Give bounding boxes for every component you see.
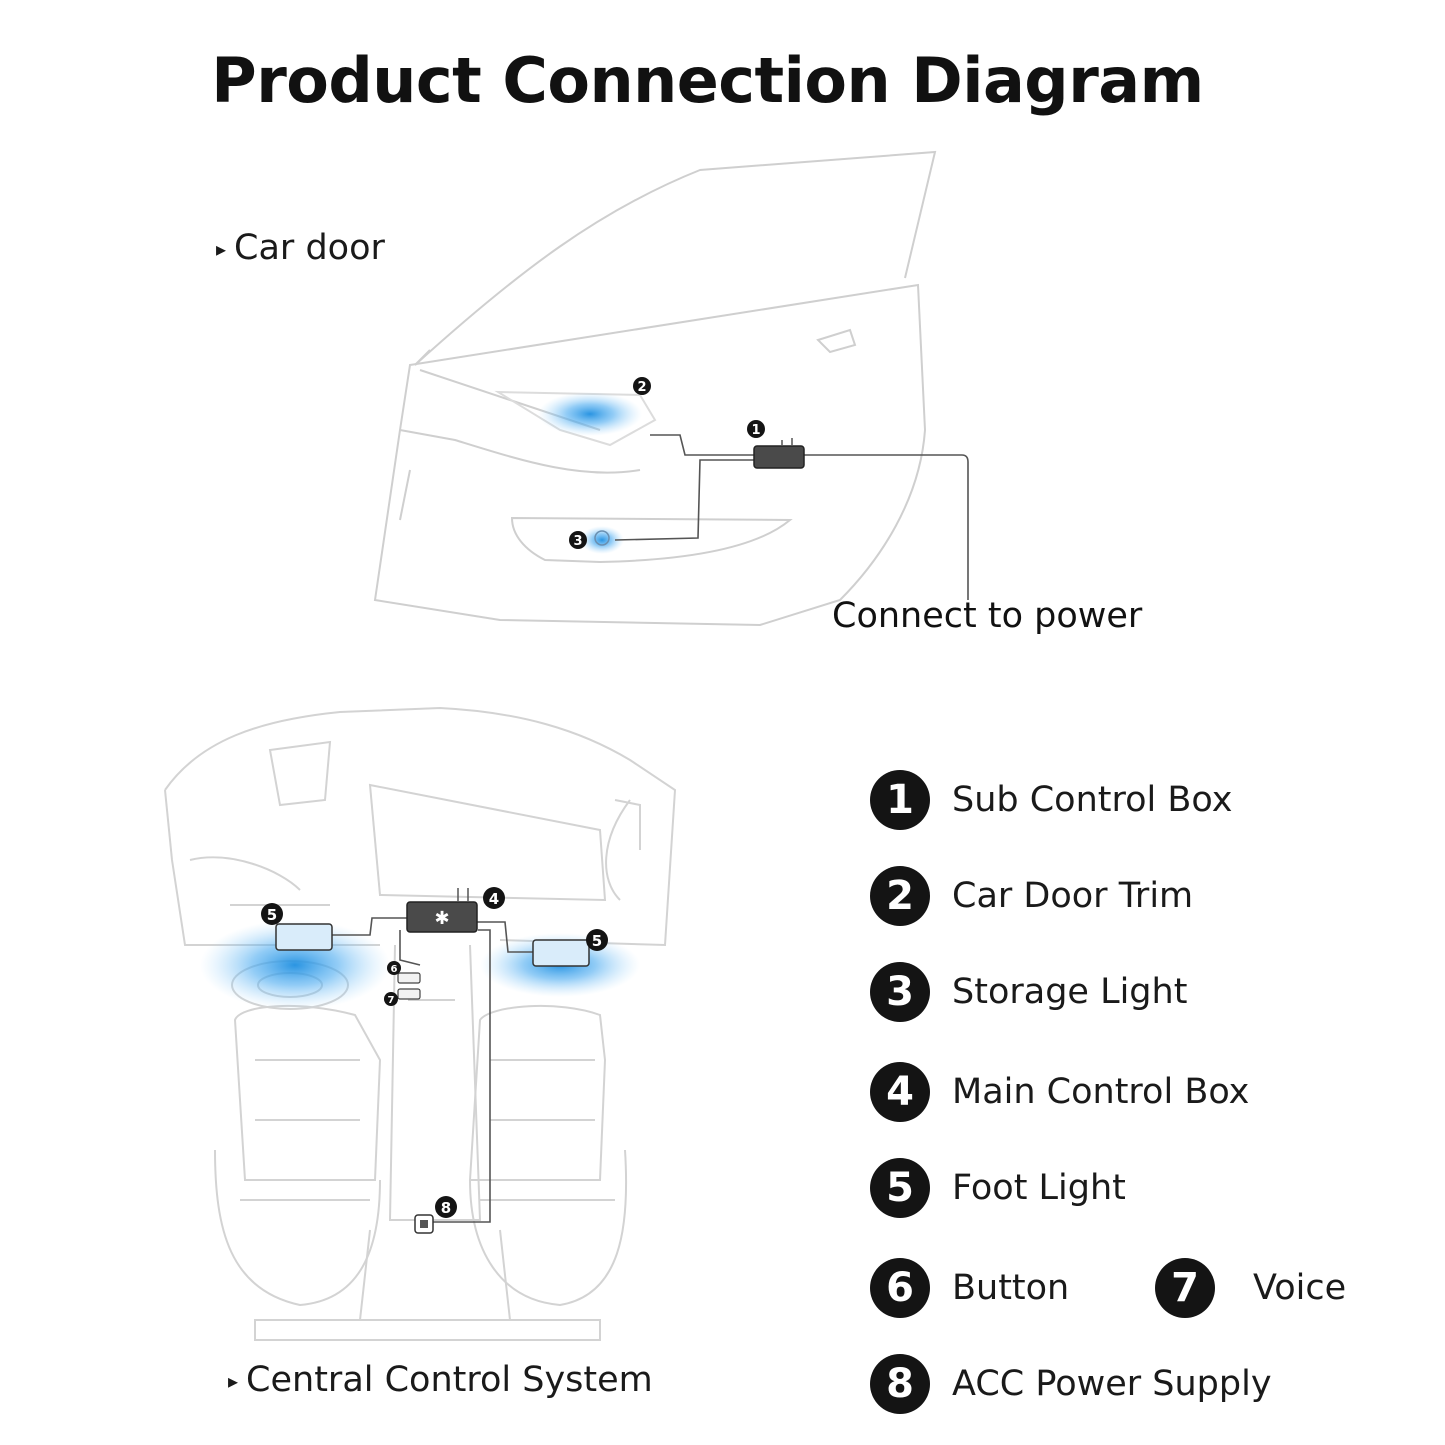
right-foot-light: [532, 939, 590, 967]
legend-item-2: 2 Car Door Trim: [870, 866, 1193, 926]
callout-6-icon: 6: [387, 961, 401, 975]
number-4-badge-icon: 4: [870, 1062, 930, 1122]
car-door-label-text: Car door: [234, 228, 385, 268]
number-8-badge-icon: 8: [870, 1354, 930, 1414]
legend-item-5: 5 Foot Light: [870, 1158, 1126, 1218]
legend-label: Main Control Box: [952, 1072, 1250, 1112]
bluetooth-icon: ✱: [434, 908, 449, 929]
car-door-drawing: [373, 150, 937, 627]
legend-label: Voice: [1253, 1268, 1347, 1308]
callout-3-icon: 3: [569, 531, 587, 549]
number-6-badge-icon: 6: [870, 1258, 930, 1318]
number-1-badge-icon: 1: [870, 770, 930, 830]
svg-text:3: 3: [573, 534, 582, 549]
svg-text:5: 5: [267, 906, 277, 924]
legend-label: Car Door Trim: [952, 876, 1194, 916]
number-7-badge-icon: 7: [1155, 1258, 1215, 1318]
button-module: [397, 972, 421, 984]
central-control-label-text: Central Control System: [246, 1360, 653, 1400]
svg-text:7: 7: [388, 995, 395, 1006]
callout-1-icon: 1: [747, 420, 765, 438]
legend-item-7: 7 Voice: [1155, 1258, 1346, 1318]
car-door-label: ▸ Car door: [216, 228, 385, 268]
legend-label: Sub Control Box: [952, 780, 1233, 820]
number-3-badge-icon: 3: [870, 962, 930, 1022]
legend-item-4: 4 Main Control Box: [870, 1062, 1249, 1122]
voice-module: [397, 988, 421, 1000]
legend-label: Foot Light: [952, 1168, 1126, 1208]
svg-text:1: 1: [751, 423, 760, 438]
triangle-bullet-icon: ▸: [216, 237, 227, 261]
legend-item-3: 3 Storage Light: [870, 962, 1187, 1022]
svg-text:8: 8: [441, 1199, 451, 1217]
callout-8-icon: 8: [435, 1196, 457, 1218]
sub-control-box: [753, 445, 805, 469]
main-control-box: [406, 901, 478, 933]
callout-4-icon: 4: [483, 887, 505, 909]
legend-item-6: 6 Button: [870, 1258, 1069, 1318]
triangle-bullet-icon: ▸: [228, 1369, 239, 1393]
car-interior-drawing: [164, 706, 677, 1341]
svg-text:6: 6: [391, 964, 398, 975]
legend-label: Storage Light: [952, 972, 1188, 1012]
legend-item-8: 8 ACC Power Supply: [870, 1354, 1272, 1414]
legend-item-1: 1 Sub Control Box: [870, 770, 1232, 830]
storage-light-glow: [580, 526, 624, 554]
legend-label: ACC Power Supply: [952, 1364, 1272, 1404]
left-foot-light-glow: [200, 920, 390, 1010]
central-wiring: [332, 917, 533, 1223]
callout-7-icon: 7: [384, 992, 398, 1006]
door-wiring: [614, 434, 969, 600]
connect-to-power-label: Connect to power: [832, 596, 1143, 636]
door-trim-glow: [538, 392, 642, 436]
number-5-badge-icon: 5: [870, 1158, 930, 1218]
callout-5-right-icon: 5: [586, 929, 608, 951]
svg-text:4: 4: [489, 890, 499, 908]
svg-text:2: 2: [637, 380, 646, 395]
number-2-badge-icon: 2: [870, 866, 930, 926]
svg-text:5: 5: [592, 932, 602, 950]
callout-5-left-icon: 5: [261, 903, 283, 925]
page-title: Product Connection Diagram: [211, 44, 1204, 117]
callout-2-icon: 2: [633, 377, 651, 395]
left-foot-light: [275, 923, 333, 951]
legend-label: Button: [952, 1268, 1070, 1308]
central-control-label: ▸ Central Control System: [228, 1360, 653, 1400]
